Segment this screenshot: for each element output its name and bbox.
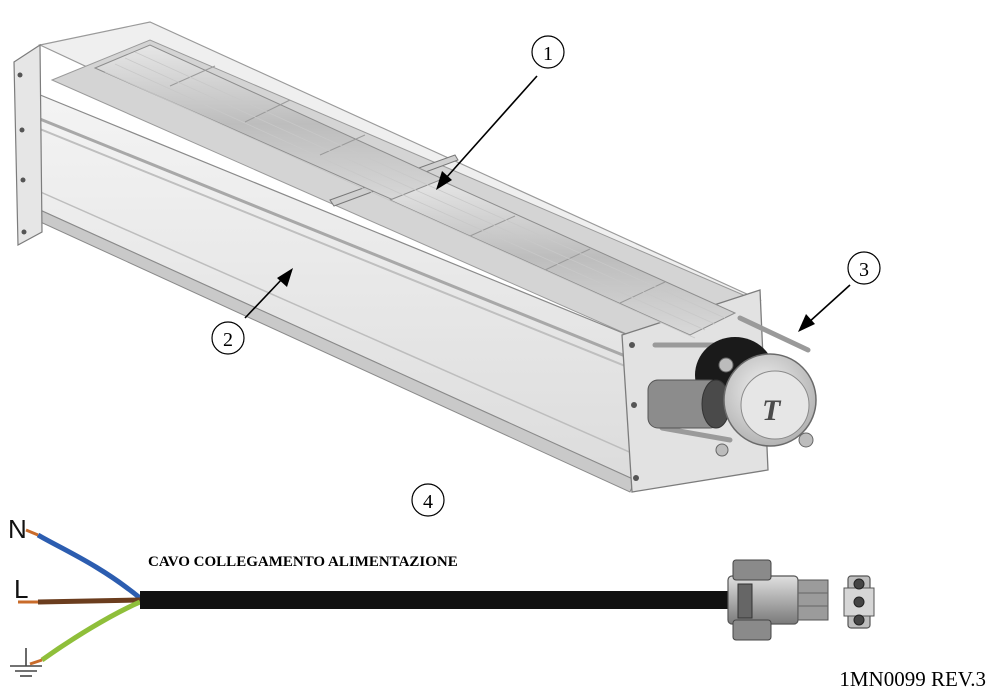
connector-end-view <box>843 575 875 629</box>
callout-2-number: 2 <box>223 329 233 351</box>
callout-3-number: 3 <box>859 259 869 281</box>
cable-sheath <box>140 591 728 609</box>
callout-1-number: 1 <box>543 43 553 65</box>
cable-title: CAVO COLLEGAMENTO ALIMENTAZIONE <box>148 554 458 570</box>
callout-4-number: 4 <box>423 491 433 513</box>
earth-ground-icon <box>10 648 42 677</box>
callout-2: 2 <box>211 268 293 355</box>
brand-logo-t: T <box>762 394 782 427</box>
fan-motor: T <box>647 315 817 457</box>
wire-label-neutral: N <box>8 514 27 544</box>
neutral-wire <box>36 532 142 600</box>
document-code: 1MN0099 REV.3 <box>839 667 986 691</box>
callout-1: 1 <box>436 35 565 190</box>
live-wire <box>37 597 141 605</box>
wire-label-live: L <box>14 574 28 604</box>
power-cable <box>18 528 728 666</box>
earth-wire <box>40 599 141 663</box>
cable-connector <box>727 559 829 641</box>
impeller-rotor <box>93 44 737 339</box>
callout-4: 4 <box>411 483 445 517</box>
callout-3: 3 <box>798 251 881 332</box>
svg-text:T: T <box>762 394 782 427</box>
